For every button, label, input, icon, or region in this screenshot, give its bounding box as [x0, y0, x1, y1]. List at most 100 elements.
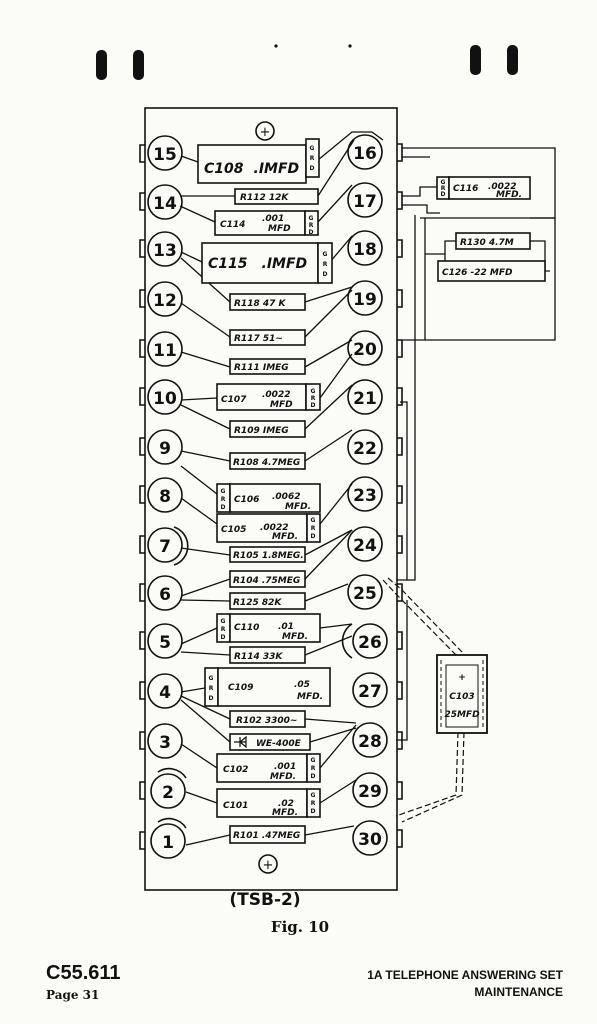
- terminal-7: 7: [139, 526, 189, 566]
- svg-text:D: D: [221, 634, 226, 641]
- svg-text:+: +: [263, 858, 274, 873]
- svg-text:C106: C106: [234, 495, 259, 505]
- c106-capacitor: G R D C106 .0062 MFD.: [216, 483, 321, 513]
- svg-text:C102: C102: [223, 765, 248, 775]
- c102-capacitor: C102 .001 MFD. G R D: [216, 753, 321, 783]
- svg-text:MFD.: MFD.: [272, 532, 298, 542]
- c103-leads: [382, 577, 465, 823]
- svg-text:R104 .75MEG: R104 .75MEG: [233, 576, 300, 586]
- svg-text:C110: C110: [234, 623, 259, 633]
- svg-text:D: D: [323, 271, 328, 278]
- svg-text:G: G: [310, 145, 315, 152]
- terminal-8: 8: [139, 477, 183, 513]
- svg-text:7: 7: [159, 537, 171, 557]
- svg-text:R112 12K: R112 12K: [240, 193, 289, 203]
- terminal-6: 6: [139, 575, 183, 611]
- r114-resistor: R114 33K: [229, 646, 306, 664]
- svg-text:MFD: MFD: [270, 400, 293, 410]
- terminal-19: 19: [347, 280, 403, 316]
- terminal-26: 26: [341, 623, 403, 659]
- svg-text:R130 4.7M: R130 4.7M: [460, 238, 514, 248]
- svg-text:D: D: [311, 533, 316, 540]
- terminal-21: 21: [347, 379, 403, 415]
- svg-text:MFD.: MFD.: [297, 692, 323, 702]
- svg-text:R: R: [311, 525, 316, 532]
- svg-text:G: G: [441, 179, 446, 186]
- svg-text:13: 13: [153, 241, 177, 261]
- c126-capacitor: C126 -22 MFD: [437, 260, 546, 282]
- r108-resistor: R108 4.7MEG: [229, 452, 306, 470]
- svg-text:.0022: .0022: [262, 390, 290, 400]
- svg-text:R: R: [209, 685, 214, 692]
- svg-text:.01: .01: [278, 622, 294, 632]
- document-subtitle: MAINTENANCE: [474, 985, 563, 999]
- svg-text:WE-400E: WE-400E: [256, 739, 302, 749]
- svg-text:R: R: [310, 155, 315, 162]
- svg-text:C103: C103: [449, 692, 474, 702]
- svg-text:.0022: .0022: [488, 182, 516, 192]
- svg-text:15: 15: [153, 145, 177, 165]
- left-terminals: 15 14 13 12 11 10 9 8: [139, 135, 189, 859]
- svg-text:MFD.: MFD.: [270, 772, 296, 782]
- terminal-9: 9: [139, 429, 183, 465]
- svg-text:R114 33K: R114 33K: [234, 652, 283, 662]
- svg-text:14: 14: [153, 194, 177, 214]
- terminal-13: 13: [139, 231, 183, 267]
- terminal-11: 11: [139, 331, 183, 367]
- svg-text:D: D: [209, 695, 214, 702]
- board-wiring: [179, 131, 408, 846]
- svg-text:R: R: [221, 496, 226, 503]
- svg-text:G: G: [209, 675, 214, 682]
- svg-text:G: G: [309, 215, 314, 222]
- c116-capacitor: G R D C116 .0022 MFD.: [436, 176, 531, 200]
- svg-text:R117 51~: R117 51~: [234, 334, 283, 344]
- mounting-hole-top: +: [255, 121, 275, 141]
- svg-text:C101: C101: [223, 801, 248, 811]
- svg-text:G: G: [311, 388, 316, 395]
- svg-text:10: 10: [153, 389, 177, 409]
- r125-resistor: R125 82K: [229, 592, 306, 610]
- svg-text:R102 3300~: R102 3300~: [236, 716, 297, 726]
- we400e-diode: WE-400E: [229, 733, 311, 751]
- svg-text:G: G: [221, 488, 226, 495]
- c105-capacitor: C105 .0022 MFD. G R D: [216, 513, 321, 543]
- document-title: 1A TELEPHONE ANSWERING SET: [367, 968, 563, 982]
- svg-text:R: R: [309, 222, 314, 229]
- svg-text:4: 4: [159, 683, 171, 703]
- board-label: (TSB-2): [229, 890, 301, 910]
- terminal-23: 23: [347, 476, 403, 512]
- svg-text:R: R: [323, 261, 328, 268]
- svg-text:17: 17: [353, 192, 377, 212]
- external-wiring: [402, 147, 556, 581]
- svg-text:D: D: [311, 808, 316, 815]
- svg-text:C107: C107: [221, 395, 247, 405]
- svg-text:9: 9: [159, 439, 171, 459]
- svg-text:25MFD: 25MFD: [444, 710, 480, 720]
- svg-text:8: 8: [159, 487, 171, 507]
- c109-capacitor: G R D C109 .05 MFD.: [204, 667, 331, 707]
- svg-text:C126 -22 MFD: C126 -22 MFD: [442, 268, 513, 278]
- terminal-24: 24: [347, 526, 403, 562]
- c115-capacitor: C115.IMFD G R D: [201, 242, 333, 284]
- svg-text:+: +: [458, 673, 466, 683]
- terminal-10: 10: [139, 379, 183, 415]
- svg-text:R118 47 K: R118 47 K: [234, 299, 287, 309]
- svg-text:D: D: [310, 165, 315, 172]
- svg-text:.0062: .0062: [272, 492, 300, 502]
- r130-resistor: R130 4.7M: [455, 232, 531, 250]
- c107-capacitor: C107 .0022 MFD G R D: [216, 383, 321, 411]
- c114-capacitor: C114 .001 MFD G R D: [214, 210, 319, 236]
- terminal-16: 16: [347, 134, 403, 170]
- svg-text:23: 23: [353, 486, 377, 506]
- terminal-board-outline: [144, 107, 398, 891]
- svg-text:27: 27: [358, 682, 382, 702]
- figure-caption: Fig. 10: [270, 918, 330, 936]
- svg-text:R: R: [311, 800, 316, 807]
- terminal-27: 27: [352, 672, 403, 708]
- svg-text:C108.IMFD: C108.IMFD: [204, 161, 299, 177]
- svg-text:6: 6: [159, 585, 171, 605]
- terminal-12: 12: [139, 281, 183, 317]
- page-number: Page 31: [46, 988, 100, 1002]
- svg-text:18: 18: [353, 240, 377, 260]
- r112-resistor: R112 12K: [234, 188, 319, 205]
